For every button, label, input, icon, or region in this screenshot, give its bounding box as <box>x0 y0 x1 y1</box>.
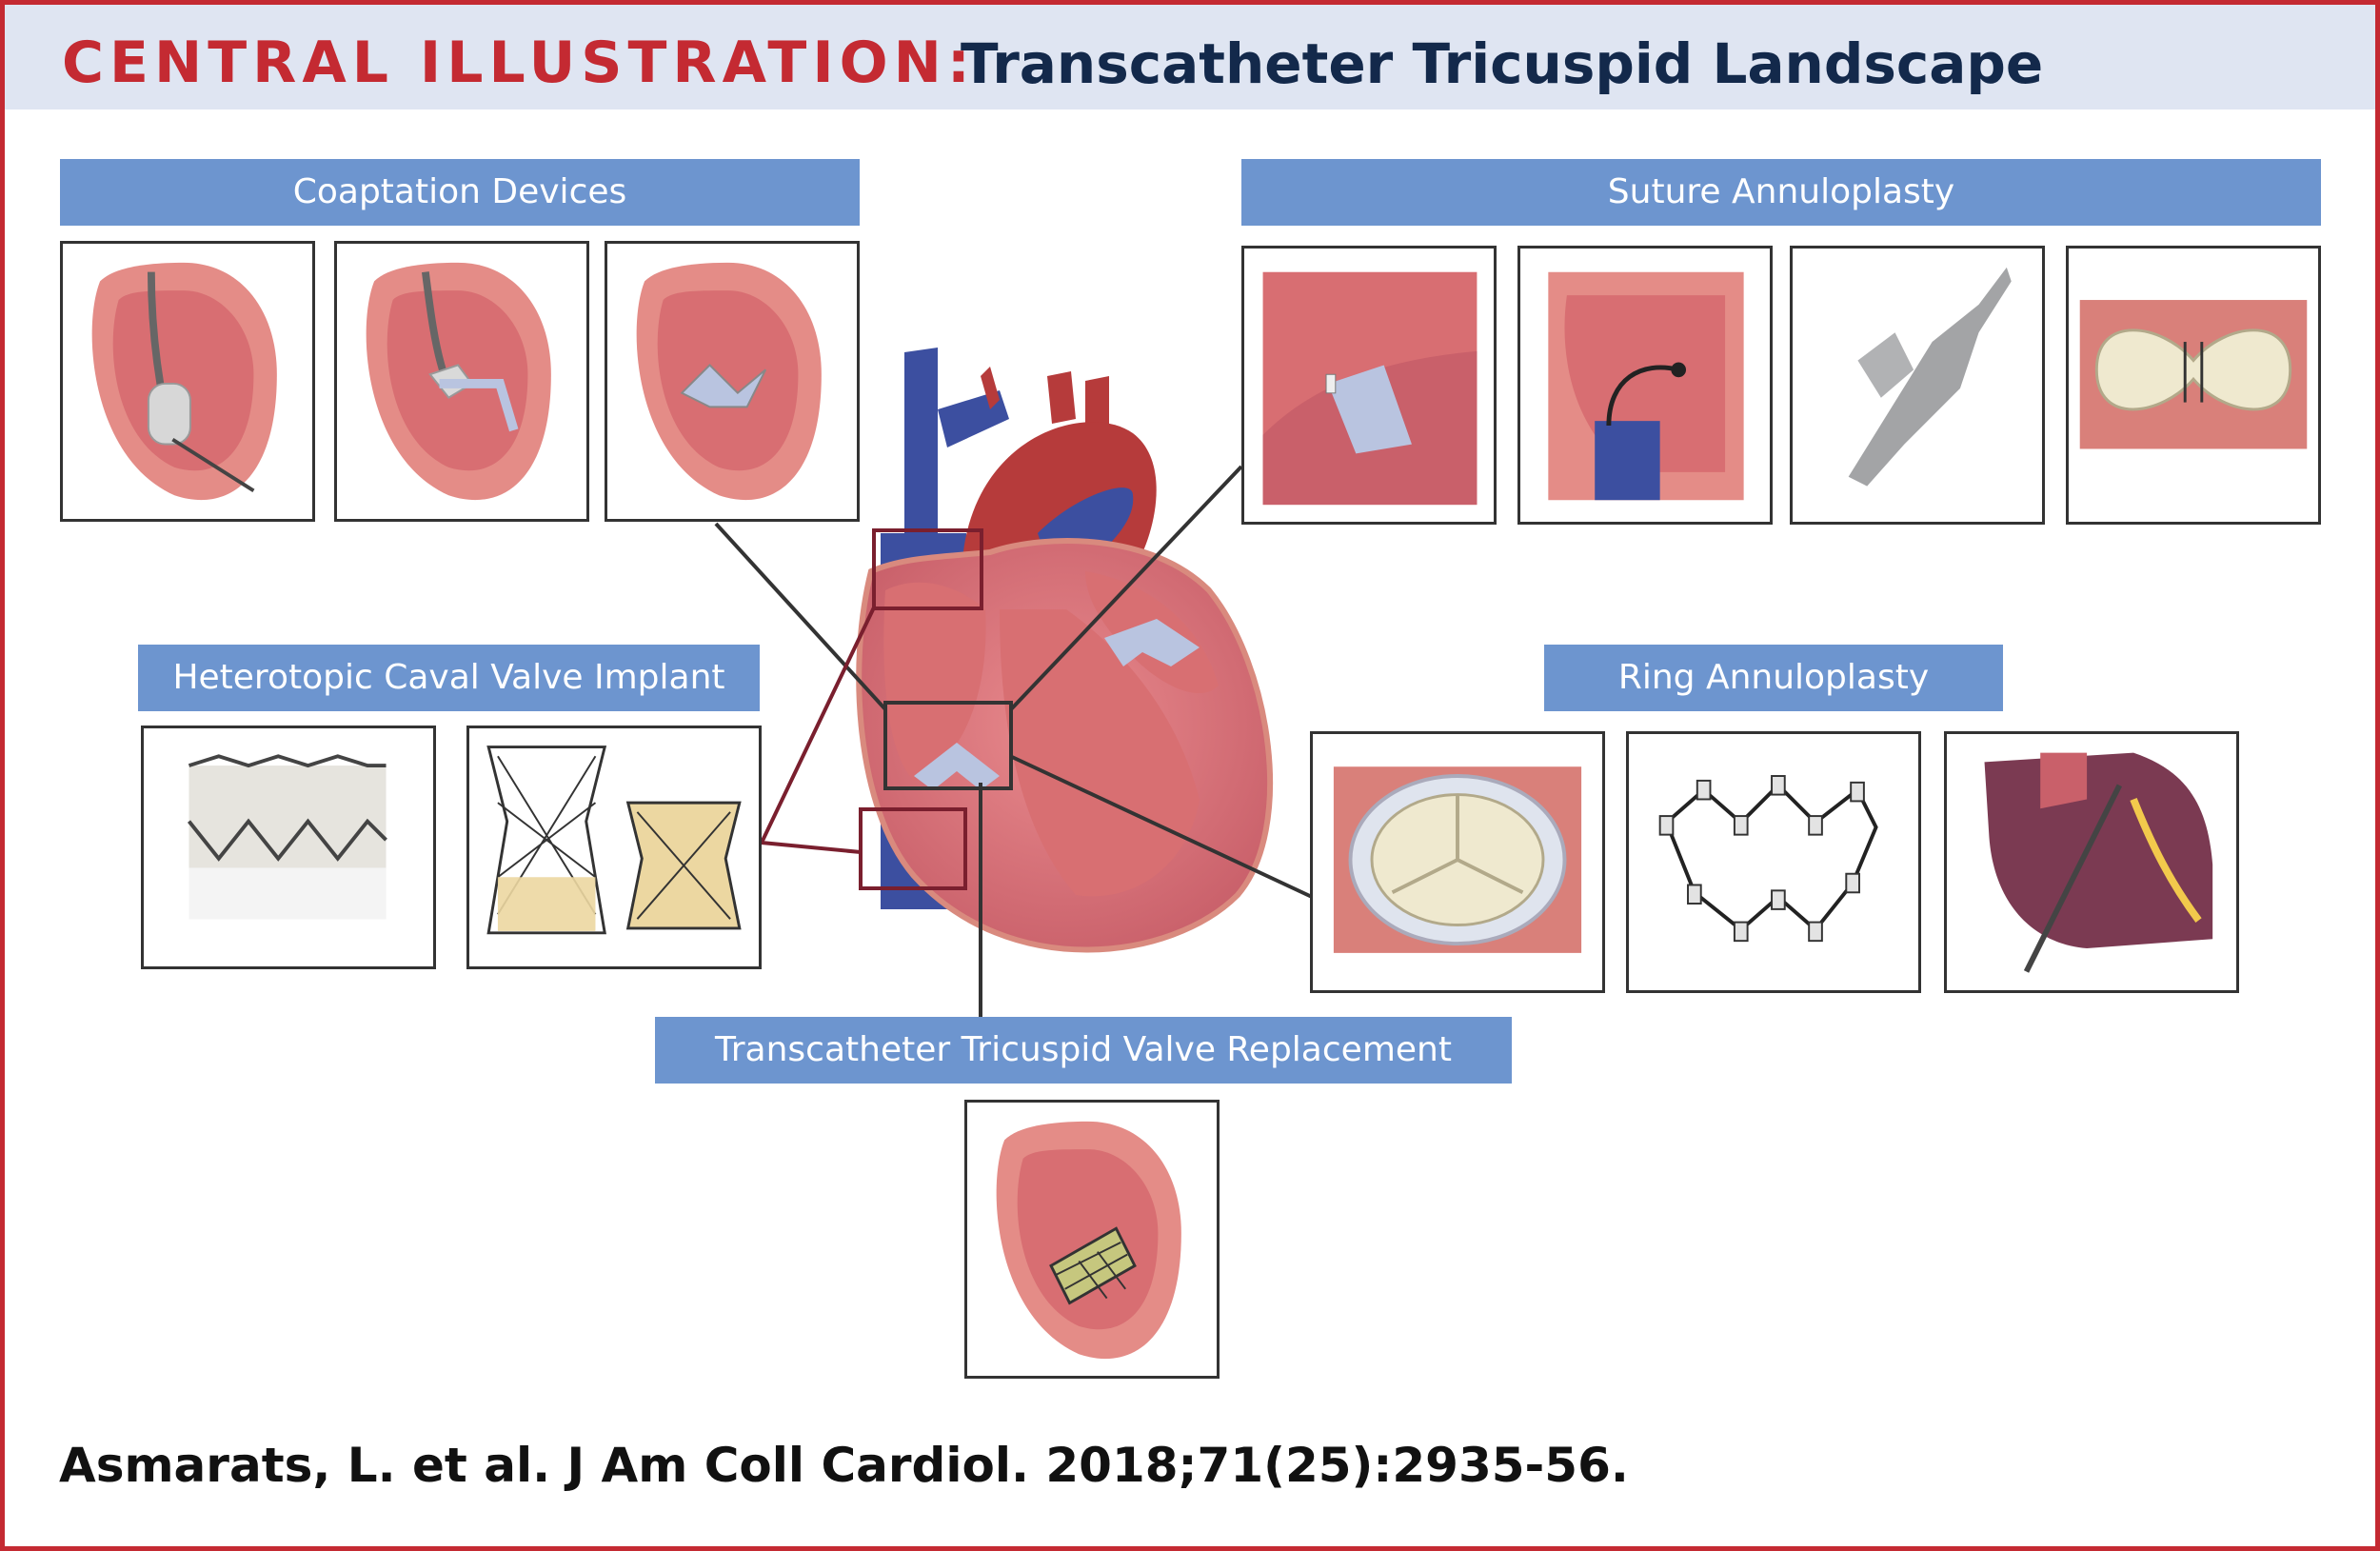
annuloplasty-ring-image <box>1333 766 1582 953</box>
suture-annuloplasty-header: Suture Annuloplasty <box>1241 159 2321 226</box>
ring-panel-1 <box>1310 731 1605 993</box>
header-banner: CENTRAL ILLUSTRATION: Transcatheter Tric… <box>5 5 2375 109</box>
page-title: Transcatheter Tricuspid Landscape <box>961 31 2044 96</box>
coaptation-devices-header: Coaptation Devices <box>60 159 860 226</box>
suture-device-image <box>1848 267 2012 487</box>
coaptation-panel-3 <box>605 241 860 522</box>
valve-replacement-image <box>996 1121 1181 1360</box>
suture-panel-4 <box>2066 246 2321 525</box>
suture-panel-3 <box>1790 246 2045 525</box>
ttvr-panel <box>964 1100 1220 1379</box>
bicuspidized-valve-image <box>2079 300 2308 449</box>
suture-panel-2 <box>1517 246 1773 525</box>
title-prefix: CENTRAL ILLUSTRATION: <box>62 30 976 96</box>
caval-stent-valve-image <box>187 754 387 920</box>
coaptation-panel-1 <box>60 241 315 522</box>
heart-cutaway-image <box>91 262 277 501</box>
annulus-suture-image <box>1262 271 1478 506</box>
ring-panel-3 <box>1944 731 2239 993</box>
heart-cutaway-image <box>366 262 551 501</box>
ring-panel-2 <box>1626 731 1921 993</box>
coaptation-panel-2 <box>334 241 589 522</box>
ttvr-header: Transcatheter Tricuspid Valve Replacemen… <box>655 1017 1512 1084</box>
caval-panel-2 <box>466 726 762 969</box>
annulus-suture-image <box>1548 271 1744 501</box>
caval-panel-1 <box>141 726 436 969</box>
coronary-sinus-device-image <box>1984 752 2213 973</box>
caval-stent-valves-image <box>486 746 742 935</box>
citation: Asmarats, L. et al. J Am Coll Cardiol. 2… <box>59 1438 1629 1493</box>
heart-cutaway-image <box>636 262 822 501</box>
anchor-ring-image <box>1658 775 1878 943</box>
ring-annuloplasty-header: Ring Annuloplasty <box>1544 645 2003 711</box>
caval-valve-header: Heterotopic Caval Valve Implant <box>138 645 760 711</box>
suture-panel-1 <box>1241 246 1497 525</box>
